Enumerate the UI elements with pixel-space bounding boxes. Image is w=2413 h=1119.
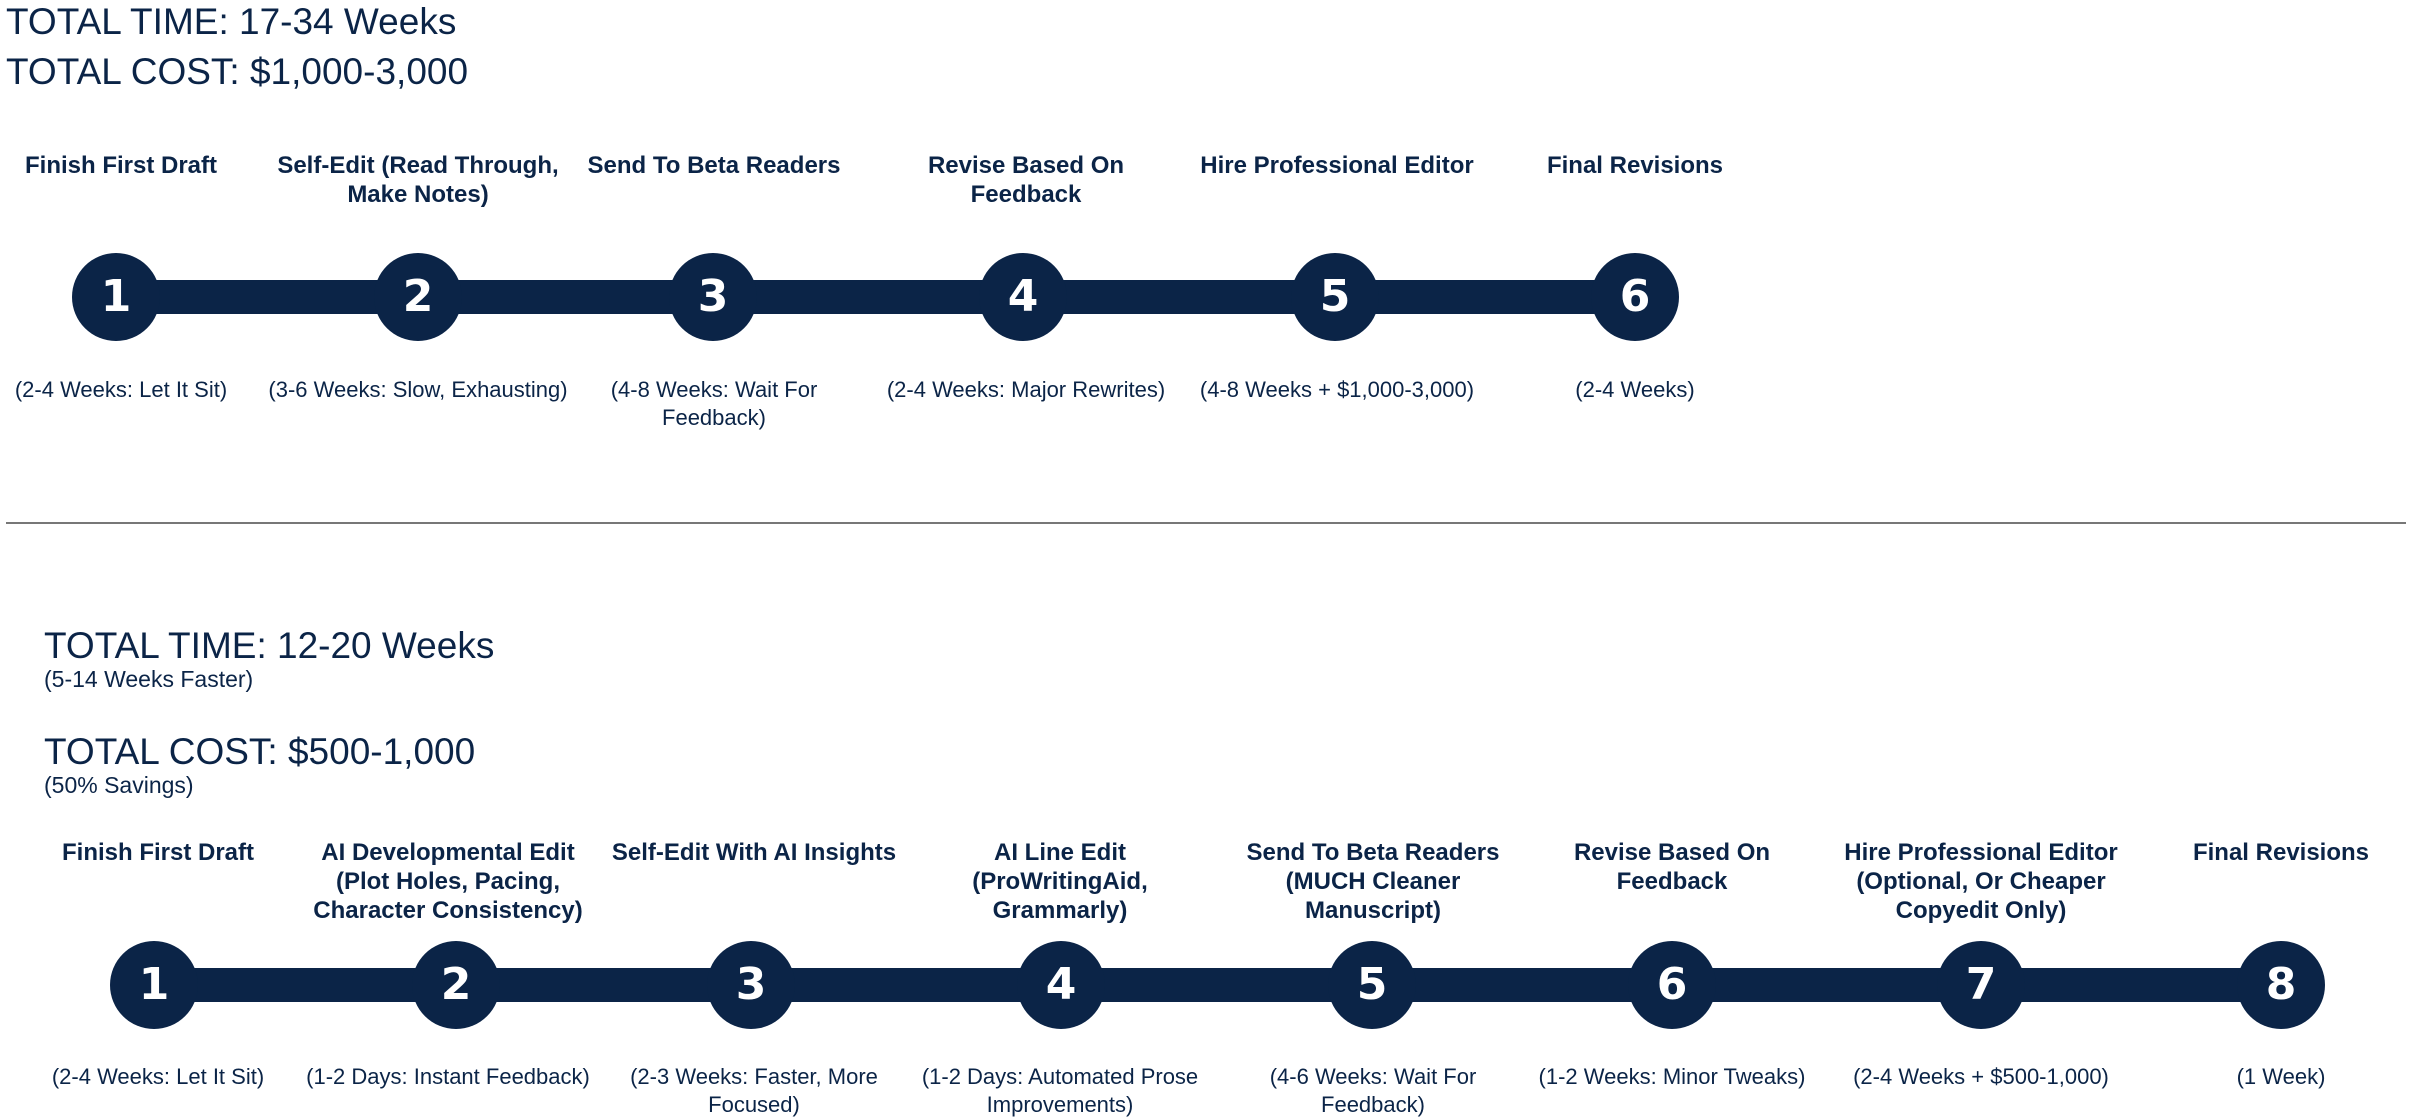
ai-step-1-title: Finish First Draft — [61, 839, 254, 866]
traditional-step-4-node: 4 — [979, 253, 1067, 341]
ai-step-3-note: (2-3 Weeks: Faster, More Focused) — [630, 1064, 878, 1117]
ai-step-8-title: Final Revisions — [2192, 839, 2370, 866]
traditional-step-2-title: Self-Edit (Read Through, Make Notes) — [277, 152, 559, 208]
ai-step-1-note: (2-4 Weeks: Let It Sit) — [51, 1064, 265, 1089]
traditional-step-3-title: Send To Beta Readers — [587, 152, 841, 179]
traditional-total-time: TOTAL TIME: 17-34 Weeks — [6, 1, 457, 42]
traditional-step-1-note: (2-4 Weeks: Let It Sit) — [14, 377, 228, 402]
ai-step-8-note: (1 Week) — [2236, 1064, 2326, 1089]
ai-total-time: TOTAL TIME: 12-20 Weeks — [44, 625, 495, 666]
ai-step-5-title: Send To Beta Readers (MUCH Cleaner Manus… — [1246, 839, 1500, 924]
ai-step-7-title: Hire Professional Editor (Optional, Or C… — [1844, 839, 2118, 924]
ai-step-3-node: 3 — [707, 941, 795, 1029]
section-divider — [6, 522, 2406, 524]
ai-step-7-node: 7 — [1937, 941, 2025, 1029]
ai-step-1-node: 1 — [110, 941, 198, 1029]
ai-step-4-note: (1-2 Days: Automated Prose Improvements) — [921, 1064, 1199, 1117]
traditional-step-4-note: (2-4 Weeks: Major Rewrites) — [886, 377, 1166, 402]
traditional-timeline: Finish First Draft 1 (2-4 Weeks: Let It … — [0, 0, 2413, 520]
ai-cost-savings: (50% Savings) — [44, 772, 194, 798]
traditional-step-1-node: 1 — [72, 253, 160, 341]
traditional-step-6-note: (2-4 Weeks) — [1575, 377, 1695, 402]
ai-step-5-node: 5 — [1328, 941, 1416, 1029]
ai-step-5-note: (4-6 Weeks: Wait For Feedback) — [1269, 1064, 1477, 1117]
traditional-timeline-track — [115, 280, 1635, 314]
ai-step-8-node: 8 — [2237, 941, 2325, 1029]
ai-step-4-title: AI Line Edit (ProWritingAid, Grammarly) — [972, 839, 1148, 924]
traditional-step-2-note: (3-6 Weeks: Slow, Exhausting) — [268, 377, 568, 402]
ai-step-2-title: AI Developmental Edit (Plot Holes, Pacin… — [313, 839, 583, 924]
ai-step-4-node: 4 — [1017, 941, 1105, 1029]
ai-step-6-title: Revise Based On Feedback — [1573, 839, 1771, 895]
ai-total-cost: TOTAL COST: $500-1,000 — [44, 731, 476, 772]
ai-step-7-note: (2-4 Weeks + $500-1,000) — [1853, 1064, 2109, 1089]
traditional-total-cost: TOTAL COST: $1,000-3,000 — [6, 51, 469, 92]
traditional-step-4-title: Revise Based On Feedback — [927, 152, 1125, 208]
traditional-step-6-title: Final Revisions — [1546, 152, 1724, 179]
ai-timeline-track — [152, 968, 2280, 1002]
traditional-step-5-node: 5 — [1291, 253, 1379, 341]
traditional-step-3-note: (4-8 Weeks: Wait For Feedback) — [610, 377, 818, 430]
ai-time-savings: (5-14 Weeks Faster) — [44, 666, 254, 692]
traditional-step-3-node: 3 — [669, 253, 757, 341]
ai-step-6-note: (1-2 Weeks: Minor Tweaks) — [1538, 1064, 1806, 1089]
ai-step-2-node: 2 — [412, 941, 500, 1029]
traditional-step-1-title: Finish First Draft — [24, 152, 217, 179]
traditional-step-5-title: Hire Professional Editor — [1200, 152, 1474, 179]
ai-step-3-title: Self-Edit With AI Insights — [611, 839, 897, 866]
ai-step-6-node: 6 — [1628, 941, 1716, 1029]
ai-step-2-note: (1-2 Days: Instant Feedback) — [306, 1064, 590, 1089]
traditional-step-2-node: 2 — [374, 253, 462, 341]
traditional-step-6-node: 6 — [1591, 253, 1679, 341]
traditional-step-5-note: (4-8 Weeks + $1,000-3,000) — [1199, 377, 1475, 402]
